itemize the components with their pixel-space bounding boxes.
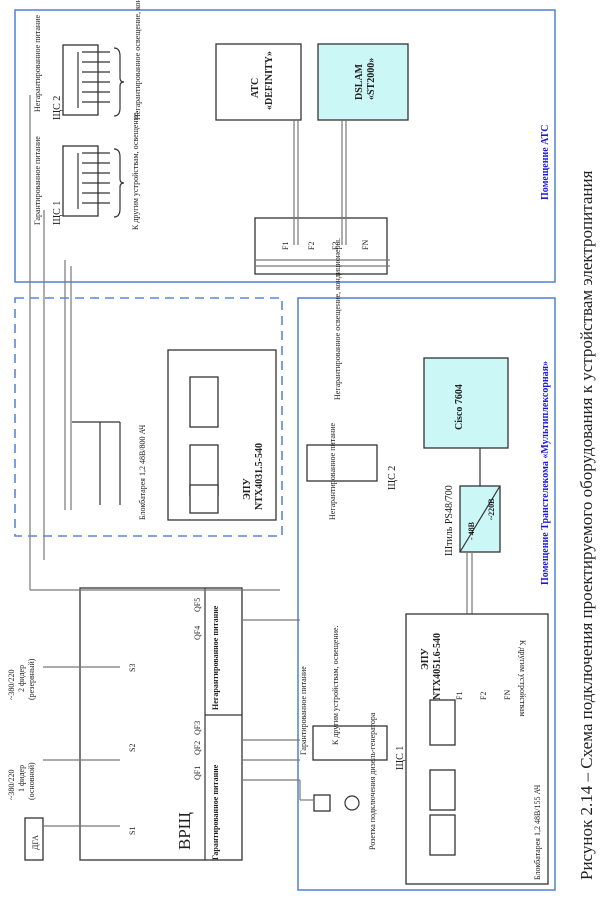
feeder2-name: 2 фидер — [17, 665, 26, 692]
fuse-fn: FN — [361, 240, 370, 250]
feeder2-type: (резервный) — [27, 658, 36, 700]
tt-epu: ЭПУ NTX4051.6-540 Блокбатарея 1,2 48В/15… — [405, 613, 549, 885]
cisco-label: Cisco 7604 — [454, 384, 465, 430]
ats-shs1-label: ЩС 1 — [52, 201, 63, 225]
switch-s1: S1 — [128, 827, 137, 835]
tt-other-devices: К другим устройствам — [518, 640, 527, 717]
middle-epu-name: ЭПУ — [242, 477, 253, 500]
figure-caption: Рисунок 2.14 – Схема подключения проекти… — [577, 170, 596, 880]
ats-model: «DEFINITY» — [264, 51, 275, 110]
shtil-out: - 48В — [467, 521, 476, 540]
dslam-box: DSLAM «ST2000» — [317, 43, 409, 121]
tt-shs2-feed: Негарантированное питание — [328, 423, 337, 520]
tt-fuse-fn: FN — [503, 690, 512, 700]
vrsh-panel: ВРЩ Гарантированное питание Негарантиров… — [79, 587, 243, 861]
ats-shs2-outputs: Негарантированное освещение, кондиционер… — [133, 0, 142, 120]
feeder1-name: 1 фидер — [17, 765, 26, 792]
tt-epu-name: ЭПУ — [420, 647, 431, 670]
middle-battery: Блокбатарея 1,2 48В/800 АЧ — [72, 421, 147, 520]
ats-shs2-feed: Негарантированное питание — [33, 15, 42, 112]
ats-shs2-panel: ЩС 2 Негарантированное питание Негаранти… — [33, 0, 142, 120]
tt-fuse-f2: F2 — [479, 692, 488, 700]
qf4: QF4 — [193, 626, 202, 640]
feeder-wires — [29, 95, 72, 590]
ats-shs1-panel: ЩС 1 Гарантированное питание К другим ус… — [33, 110, 140, 230]
fuse-f3: F3 — [331, 242, 340, 250]
tt-shs2-outputs: Негарантированное освещение, кондиционер… — [333, 238, 342, 400]
transtelecom-room-boundary — [297, 297, 556, 891]
middle-epu: ЭПУ NTX4031.5-540 — [167, 349, 277, 521]
fuse-f2: F2 — [307, 242, 316, 250]
ats-name: АТС — [250, 78, 261, 98]
interconnect-wires — [30, 589, 314, 801]
middle-battery-label: Блокбатарея 1,2 48В/800 АЧ — [138, 425, 147, 520]
ats-room-boundary — [14, 9, 556, 283]
ats-fuse-panel: F1 F2 F3 FN — [254, 120, 390, 275]
feeder1-voltage: ~380/220 — [7, 769, 16, 800]
cisco-box: Cisco 7604 — [423, 357, 509, 449]
ats-definity-box: АТС «DEFINITY» — [215, 43, 302, 121]
tt-shs2-panel: ЩС 2 Негарантированное питание Негаранти… — [306, 238, 398, 520]
dga-box: ДГА — [24, 817, 120, 861]
tt-fuse-f1: F1 — [455, 692, 464, 700]
shtil-rectifier: Штиль PS48/700 - 48В ~220В — [444, 485, 501, 630]
middle-epu-model: NTX4031.5-540 — [254, 443, 265, 510]
battery-room-boundary — [14, 297, 283, 537]
switch-s3: S3 — [128, 664, 137, 672]
qf1: QF1 — [193, 766, 202, 780]
shtil-name: Штиль PS48/700 — [444, 485, 455, 556]
switch-s2: S2 — [128, 744, 137, 752]
feeder2-voltage: ~380/220 — [7, 669, 16, 700]
tt-shs1-label: ЩС 1 — [395, 746, 406, 770]
ats-room-label: Помещение АТС — [540, 125, 551, 200]
qf5: QF5 — [193, 598, 202, 612]
dg-socket: Розетка подключения дизель-генератора — [313, 712, 377, 850]
dga-label: ДГА — [31, 835, 40, 850]
feeder-2: ~380/220 2 фидер (резервный) — [7, 658, 120, 700]
feeder-1: ~380/220 1 фидер (основной) — [7, 759, 120, 800]
ats-shs1-feed: Гарантированное питание — [33, 136, 42, 225]
tt-shs1-panel: ЩС 1 Гарантированное питание К другим ус… — [299, 625, 406, 770]
tt-shs2-label: ЩС 2 — [387, 466, 398, 490]
fuse-f1: F1 — [281, 242, 290, 250]
qf2: QF2 — [193, 741, 202, 755]
tt-epu-model: NTX4051.6-540 — [432, 633, 443, 700]
tt-shs1-feed: Гарантированное питание — [299, 666, 308, 755]
transtelecom-room-label: Помещение Транстелекома «Мультиплексорна… — [540, 361, 551, 585]
ats-shs1-outputs: К другим устройствам, освещение. — [131, 110, 140, 230]
dslam-name: DSLAM — [354, 63, 365, 100]
dslam-model: «ST2000» — [366, 58, 377, 100]
socket-label: Розетка подключения дизель-генератора — [368, 712, 377, 850]
feeder1-type: (основной) — [27, 762, 36, 800]
tt-battery-label: Блокбатарея 1,2 48В/155 АЧ — [533, 785, 542, 880]
tt-shs1-outputs: К другим устройствам, освещение. — [331, 625, 340, 745]
vrsh-title: ВРЩ — [175, 812, 194, 850]
vrsh-unguaranteed: Негарантированное питание — [211, 605, 220, 710]
shtil-in: ~220В — [487, 498, 496, 520]
vrsh-guaranteed: Гарантированное питание — [211, 764, 220, 860]
qf3: QF3 — [193, 721, 202, 735]
ats-shs2-label: ЩС 2 — [52, 96, 63, 120]
